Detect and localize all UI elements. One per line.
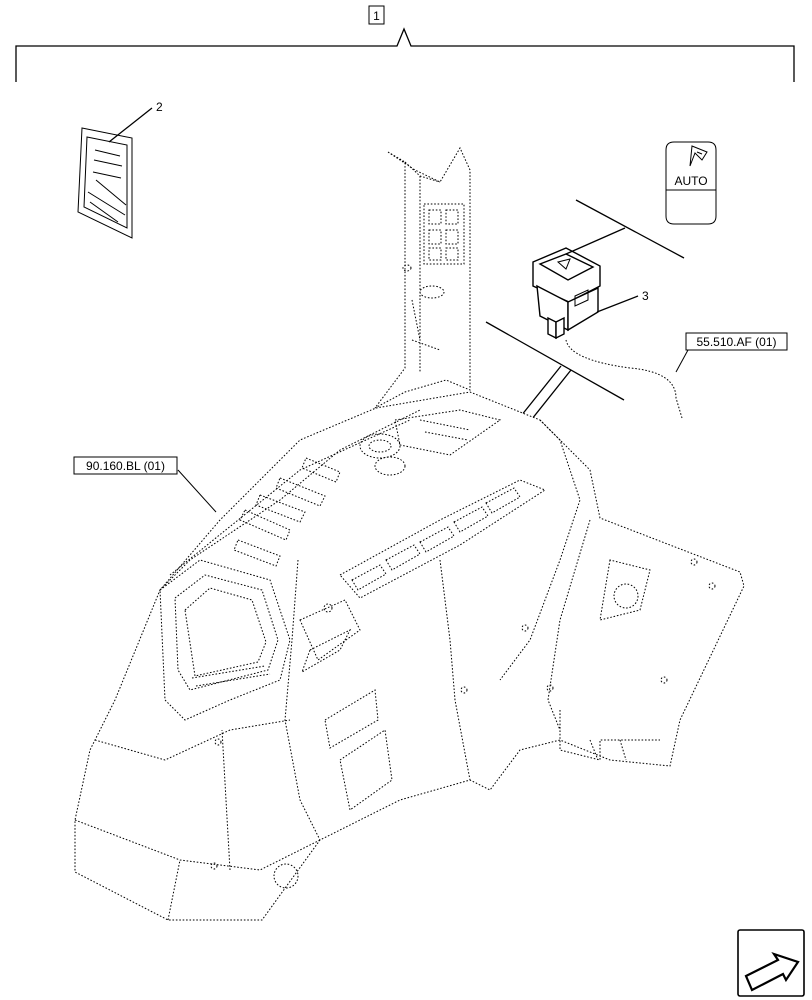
callout-2-label[interactable]: 2 <box>156 100 163 114</box>
harness-leader <box>675 349 689 373</box>
auto-label: AUTO <box>674 174 707 188</box>
leader-line-a <box>485 321 625 401</box>
assembly-ref-label[interactable]: 1 <box>373 9 380 23</box>
triangle-arrow-icon <box>689 145 708 167</box>
harness-ref-box[interactable]: 55.510.AF (01) <box>685 332 788 351</box>
assembly-bracket: 1 <box>15 5 795 82</box>
rocker-switch-part: 3 <box>532 199 685 340</box>
console-leader <box>177 469 217 513</box>
svg-text:55.510.AF (01)[interactable]: 55.510.AF (01) <box>696 335 776 349</box>
auto-symbol-decal: AUTO <box>665 141 717 225</box>
svg-text:90.160.BL (01)[interactable]: 90.160.BL (01) <box>86 459 165 473</box>
wire-dotted <box>565 339 683 419</box>
console-outline <box>74 146 745 921</box>
instruction-decal-part: 2 <box>77 100 163 239</box>
next-page-arrow-icon[interactable] <box>737 929 805 997</box>
console-ref-box[interactable]: 90.160.BL (01) <box>73 456 178 475</box>
callout-3-label[interactable]: 3 <box>642 289 649 303</box>
